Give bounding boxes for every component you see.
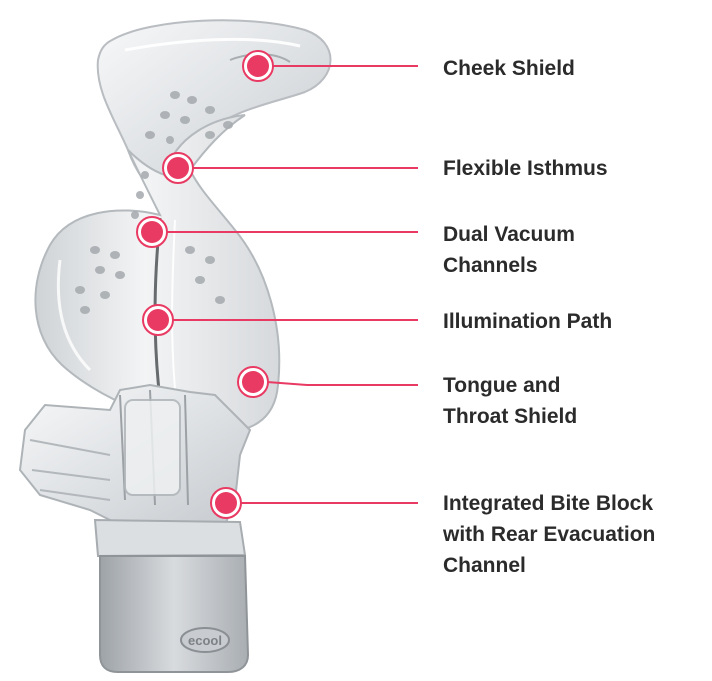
label-tongue-throat-shield: Tongue and Throat Shield bbox=[443, 370, 577, 432]
marker-dot-tongue-throat-shield bbox=[242, 371, 264, 393]
label-flexible-isthmus: Flexible Isthmus bbox=[443, 153, 608, 184]
marker-dot-illumination-path bbox=[147, 309, 169, 331]
marker-dot-integrated-bite-block bbox=[215, 492, 237, 514]
label-cheek-shield: Cheek Shield bbox=[443, 53, 575, 84]
leader-line-tongue-throat-shield bbox=[267, 382, 418, 385]
label-illumination-path: Illumination Path bbox=[443, 306, 612, 337]
marker-dot-dual-vacuum-channels bbox=[141, 221, 163, 243]
label-integrated-bite-block: Integrated Bite Block with Rear Evacuati… bbox=[443, 488, 655, 581]
marker-dot-flexible-isthmus bbox=[167, 157, 189, 179]
label-dual-vacuum-channels: Dual Vacuum Channels bbox=[443, 219, 575, 281]
marker-dot-cheek-shield bbox=[247, 55, 269, 77]
